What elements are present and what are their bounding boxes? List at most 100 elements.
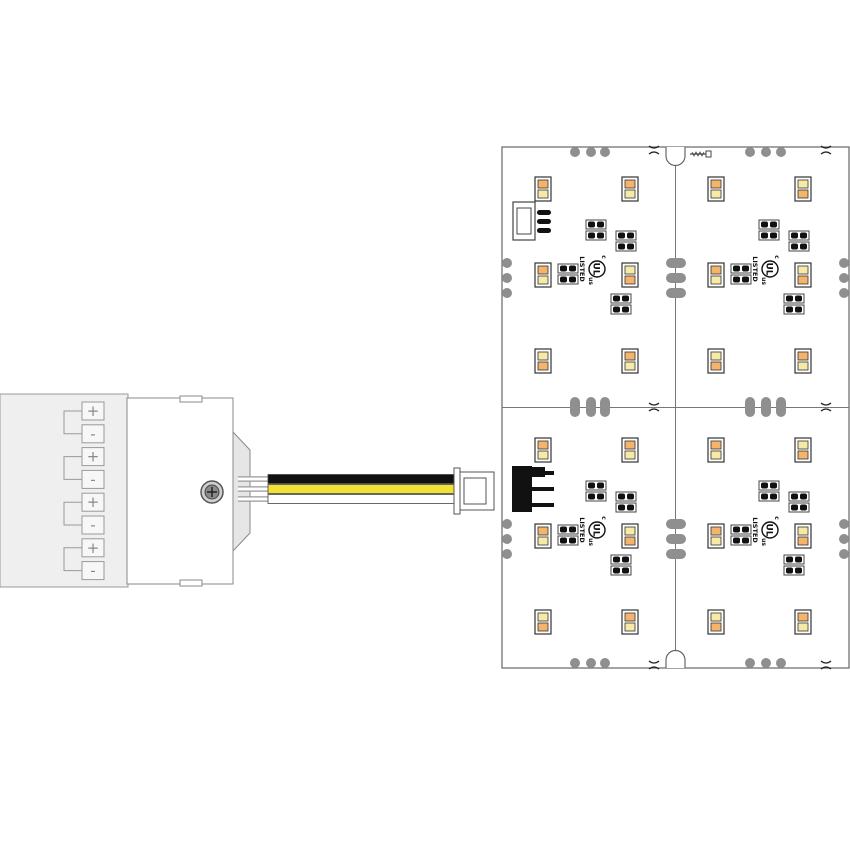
led-chip — [794, 176, 812, 202]
resistor-outline — [758, 480, 780, 491]
resistor-chip — [585, 491, 607, 502]
terminal: - — [81, 561, 105, 581]
cut-arc — [648, 151, 660, 155]
led-die-cool — [710, 275, 722, 285]
led-die-warm — [624, 440, 636, 450]
terminal-bracket — [63, 410, 82, 435]
cut-mark-icon — [648, 145, 660, 155]
led-die-warm — [537, 351, 549, 361]
led-chip — [534, 609, 552, 635]
led-die-cool — [624, 536, 636, 546]
led-die-warm — [797, 440, 809, 450]
resistor-chip — [615, 502, 637, 513]
terminal: + — [63, 538, 105, 572]
cut-arc — [648, 666, 660, 670]
resistor-outline — [557, 524, 579, 535]
cut-arc — [820, 666, 832, 670]
resistor-pad — [770, 493, 777, 500]
ul-listed-text: LISTED — [751, 256, 759, 282]
ul-circle — [761, 260, 779, 278]
resistor-pad — [800, 493, 807, 500]
resistor-pad — [613, 295, 620, 302]
ul-logo-text: UL — [591, 523, 601, 536]
led-die-warm — [797, 526, 809, 536]
led-chip — [621, 348, 639, 374]
terminal-bracket — [63, 456, 82, 480]
resistor-outline — [730, 263, 752, 274]
resistor-outline — [585, 219, 607, 230]
led-die-cool — [797, 536, 809, 546]
resistor-chip — [758, 480, 780, 491]
resistor-chip — [788, 491, 810, 502]
edge-pad — [666, 273, 686, 283]
resistor-outline — [788, 502, 810, 513]
ul-logo-text: UL — [591, 262, 601, 275]
led-die-cool — [624, 275, 636, 285]
ul-logo-text: UL — [764, 262, 774, 275]
led-die-warm — [624, 351, 636, 361]
resistor-pad — [569, 537, 576, 544]
resistor-outline — [585, 230, 607, 241]
resistor-outline — [610, 304, 632, 315]
led-die-cool — [710, 536, 722, 546]
resistor-outline — [610, 565, 632, 576]
led-die-warm — [797, 179, 809, 189]
led-chip — [534, 176, 552, 202]
wire — [267, 494, 459, 504]
edge-pad — [666, 534, 686, 544]
led-chip — [534, 348, 552, 374]
resistor-chip — [615, 491, 637, 502]
resistor-pad — [800, 232, 807, 239]
resistor-chip — [788, 230, 810, 241]
resistor-pad — [786, 306, 793, 313]
cut-arc — [820, 402, 832, 406]
edge-pad — [839, 549, 849, 559]
resistor-pad — [613, 556, 620, 563]
resistor-chip — [730, 263, 752, 274]
resistor-pad — [613, 306, 620, 313]
edge-pad — [666, 258, 686, 268]
resistor-outline — [585, 491, 607, 502]
resistor-outline — [730, 535, 752, 546]
edge-pad — [745, 397, 755, 417]
resistor-outline — [783, 554, 805, 565]
edge-pad — [776, 658, 786, 668]
edge-pad — [502, 258, 512, 268]
resistor-pad — [622, 306, 629, 313]
led-die-cool — [537, 622, 549, 632]
led-die-cool — [797, 361, 809, 371]
resistor-pad — [588, 482, 595, 489]
resistor-chip — [585, 230, 607, 241]
wire-plug — [453, 467, 495, 515]
resistor-outline — [615, 502, 637, 513]
resistor-outline — [788, 230, 810, 241]
led-die-cool — [797, 450, 809, 460]
resistor-chip — [788, 502, 810, 513]
edge-pad — [502, 549, 512, 559]
edge-pad — [839, 534, 849, 544]
led-chip — [534, 437, 552, 463]
resistor-chip — [610, 565, 632, 576]
terminal-polarity: - — [90, 470, 95, 488]
resistor-pad — [786, 556, 793, 563]
resistor-pad — [742, 265, 749, 272]
wire-bundle — [238, 474, 459, 504]
ul-listed-text: LISTED — [751, 517, 759, 543]
resistor-pad — [786, 567, 793, 574]
resistor-pad — [588, 221, 595, 228]
board-connector-socket — [512, 466, 554, 512]
edge-pad — [502, 534, 512, 544]
led-die-cool — [537, 275, 549, 285]
led-chip — [534, 523, 552, 549]
terminal-box — [81, 515, 105, 535]
resistor-pad — [733, 526, 740, 533]
ul-circle — [588, 521, 606, 539]
edge-pad — [839, 288, 849, 298]
led-die-warm — [537, 179, 549, 189]
resistor-chip — [557, 524, 579, 535]
terminal-box — [81, 469, 105, 489]
terminal-box — [81, 424, 105, 444]
resistor-chip — [758, 491, 780, 502]
